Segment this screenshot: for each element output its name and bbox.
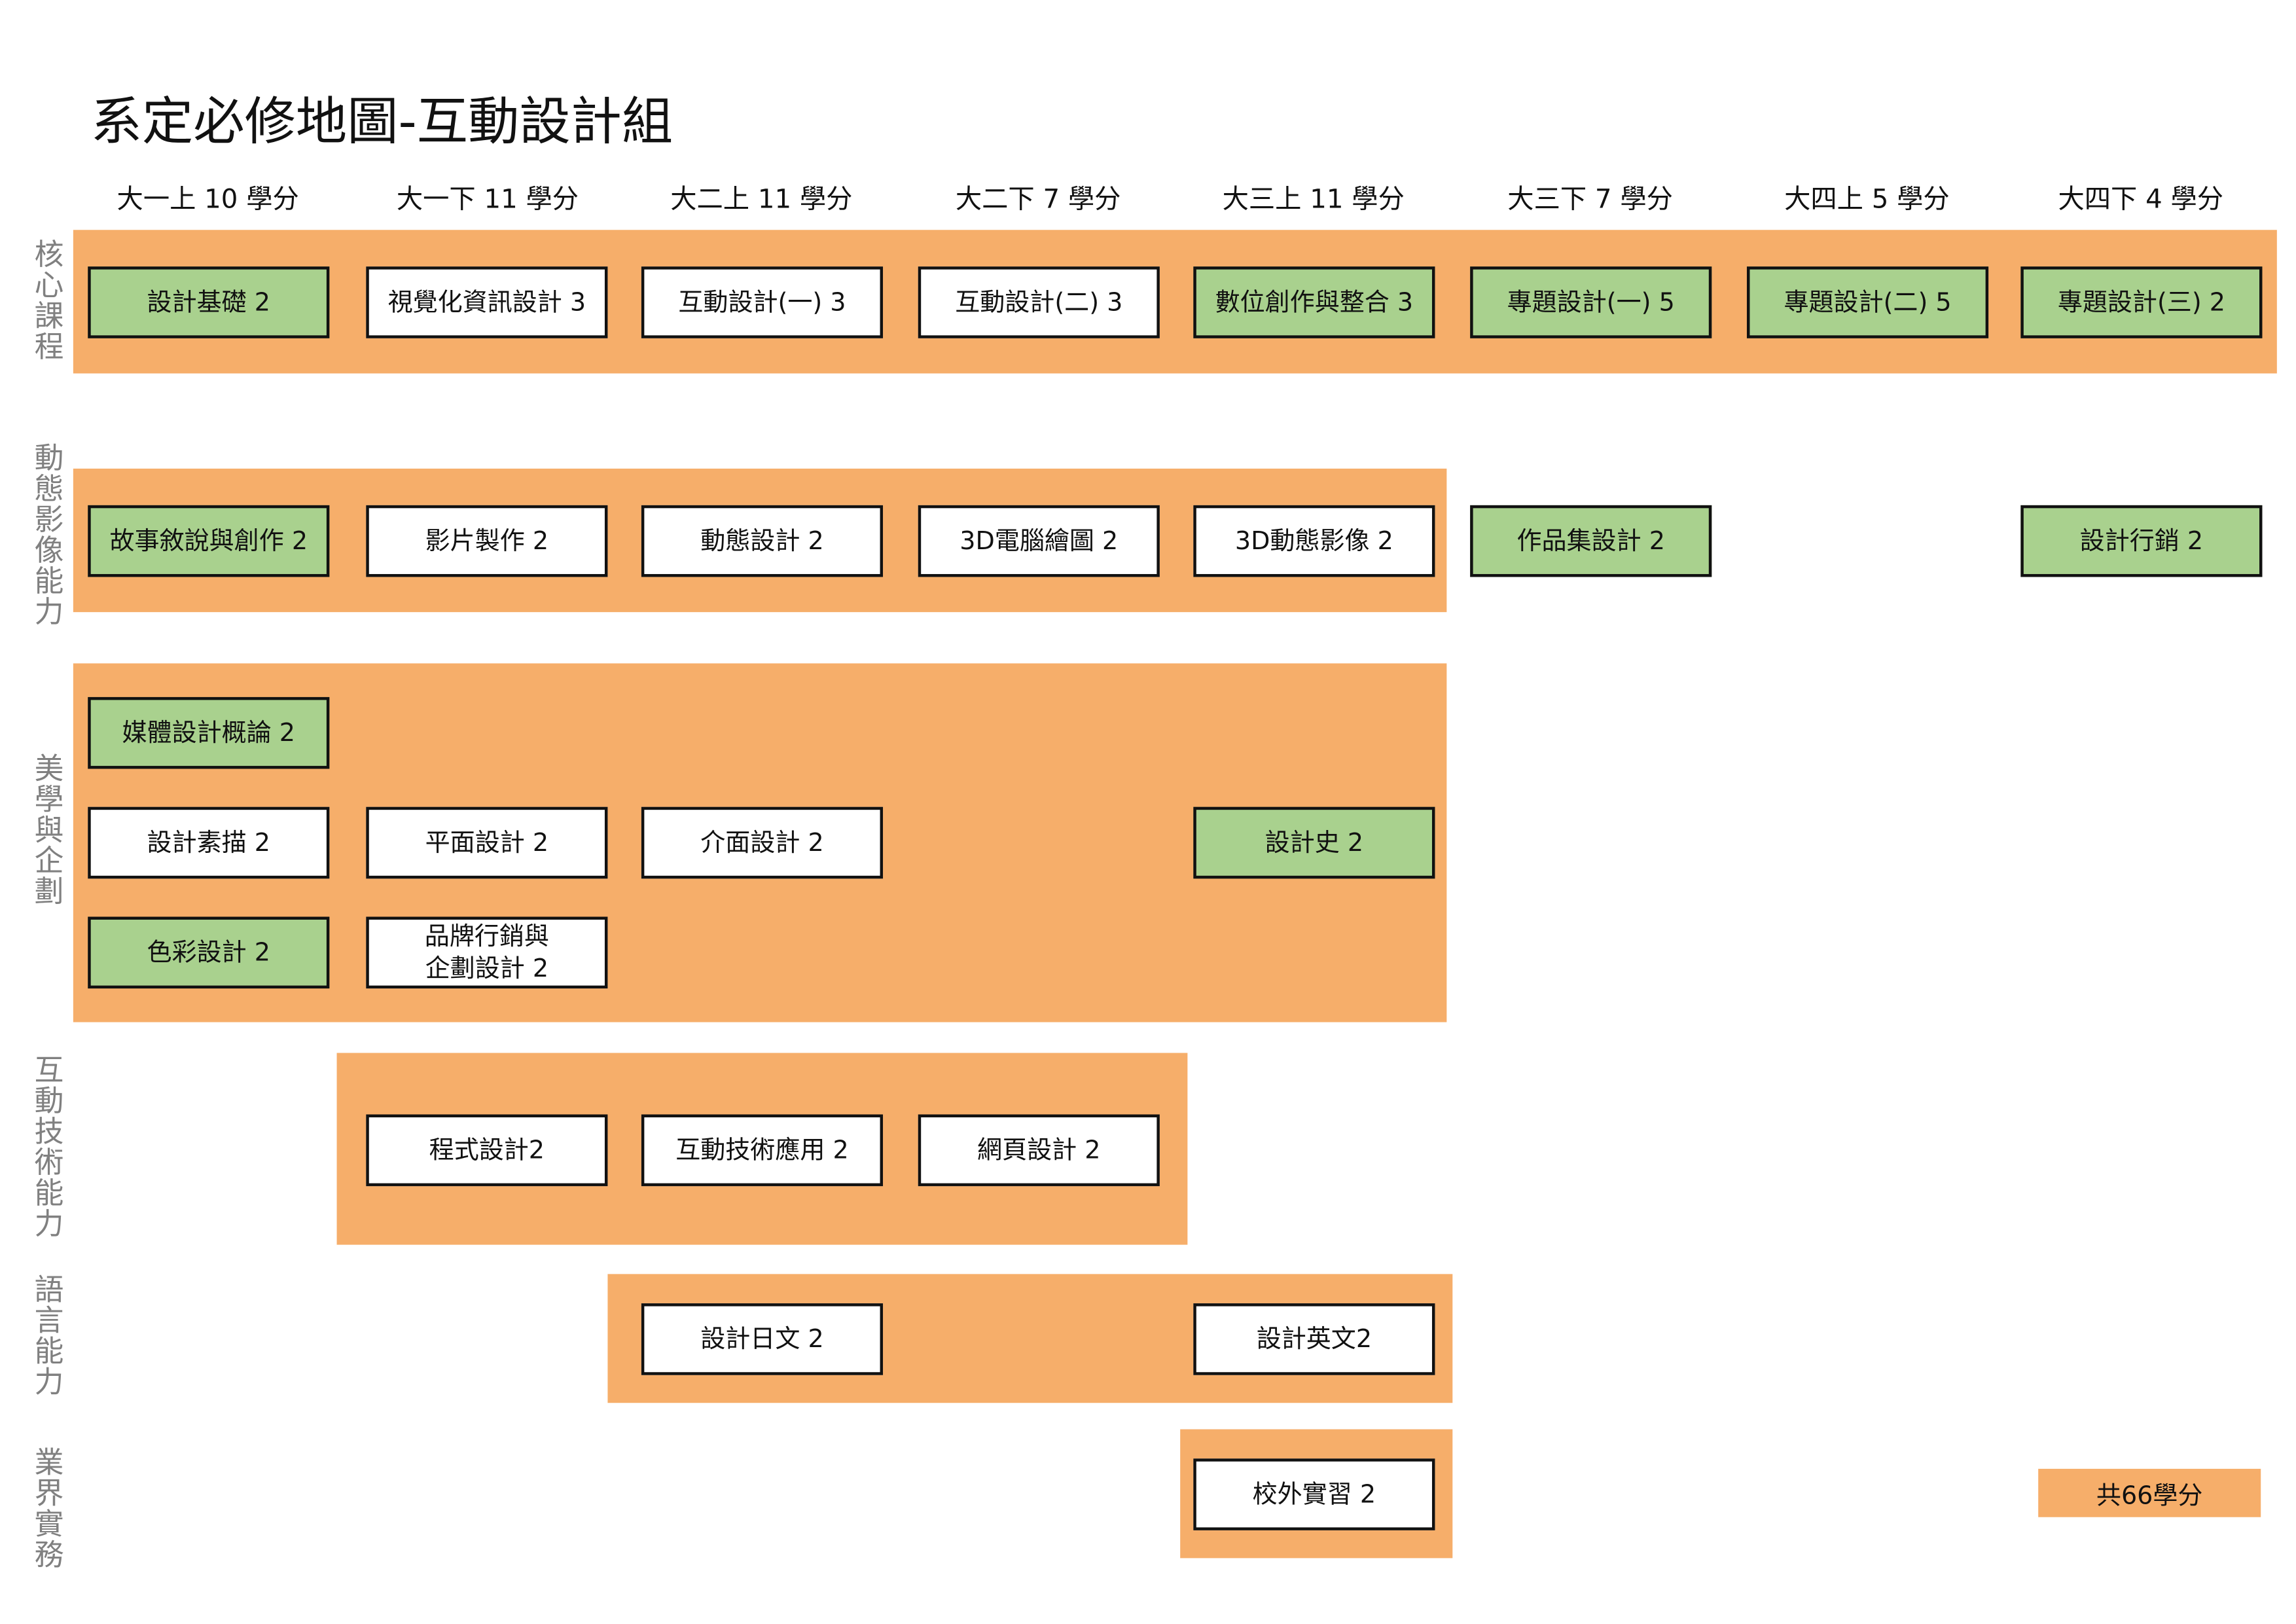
semester-header: 大一上 10 學分 xyxy=(117,184,299,215)
course-box: 動態設計 2 xyxy=(641,505,884,577)
course-box: 媒體設計概論 2 xyxy=(88,696,330,769)
course-box: 色彩設計 2 xyxy=(88,916,330,989)
course-box: 設計英文2 xyxy=(1193,1303,1435,1375)
course-box: 設計素描 2 xyxy=(88,806,330,879)
course-box: 校外實習 2 xyxy=(1193,1458,1435,1530)
category-label-language: 語言能力 xyxy=(29,1274,65,1398)
course-box: 故事敘說與創作 2 xyxy=(88,505,330,577)
course-box: 互動設計(一) 3 xyxy=(641,266,884,338)
semester-header: 大二上 11 學分 xyxy=(670,184,853,215)
course-box: 品牌行銷與 企劃設計 2 xyxy=(366,916,608,989)
category-label-motion: 動態影像能力 xyxy=(29,442,65,627)
course-box: 設計史 2 xyxy=(1193,806,1435,879)
course-box: 網頁設計 2 xyxy=(918,1114,1160,1187)
course-box: 視覺化資訊設計 3 xyxy=(366,266,608,338)
course-box: 3D動態影像 2 xyxy=(1193,505,1435,577)
semester-header: 大二下 7 學分 xyxy=(955,184,1121,215)
semester-header: 大四上 5 學分 xyxy=(1784,184,1950,215)
course-box: 專題設計(一) 5 xyxy=(1470,266,1712,338)
course-box: 設計日文 2 xyxy=(641,1303,884,1375)
course-box: 數位創作與整合 3 xyxy=(1193,266,1435,338)
category-label-aesthetics: 美學與企劃 xyxy=(29,752,65,907)
page-title: 系定必修地圖-互動設計組 xyxy=(90,94,673,153)
category-label-industry: 業界實務 xyxy=(29,1447,65,1570)
course-box: 互動技術應用 2 xyxy=(641,1114,884,1187)
course-box: 設計行銷 2 xyxy=(2020,505,2263,577)
course-box: 平面設計 2 xyxy=(366,806,608,879)
course-box: 設計基礎 2 xyxy=(88,266,330,338)
semester-header: 大四下 4 學分 xyxy=(2058,184,2224,215)
course-box: 介面設計 2 xyxy=(641,806,884,879)
course-box: 程式設計2 xyxy=(366,1114,608,1187)
course-box: 專題設計(三) 2 xyxy=(2020,266,2263,338)
category-label-tech: 互動技術能力 xyxy=(29,1054,65,1239)
semester-header: 大三下 7 學分 xyxy=(1507,184,1673,215)
course-box: 影片製作 2 xyxy=(366,505,608,577)
total-credits: 共66學分 xyxy=(2038,1468,2261,1517)
course-box: 互動設計(二) 3 xyxy=(918,266,1160,338)
category-label-core: 核心課程 xyxy=(29,238,65,362)
course-box: 3D電腦繪圖 2 xyxy=(918,505,1160,577)
semester-header: 大三上 11 學分 xyxy=(1222,184,1405,215)
course-box: 專題設計(二) 5 xyxy=(1746,266,1989,338)
semester-header: 大一下 11 學分 xyxy=(396,184,579,215)
course-box: 作品集設計 2 xyxy=(1470,505,1712,577)
